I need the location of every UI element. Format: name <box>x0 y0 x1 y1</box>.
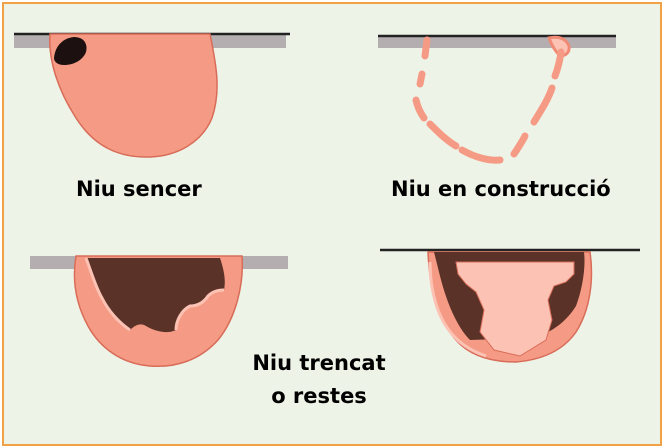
remains-light <box>455 261 575 357</box>
label-whole-nest: Niu sencer <box>76 177 202 201</box>
nest-fragments <box>412 36 565 164</box>
nest-body <box>49 33 218 158</box>
whole-nest-illustration <box>14 32 290 158</box>
nest-under-construction-illustration <box>378 34 616 164</box>
nest-rim <box>174 288 225 331</box>
broken-nest-illustration <box>30 255 288 368</box>
ledge <box>378 36 616 48</box>
nest-rim <box>84 257 131 332</box>
broken-cavity <box>86 258 225 333</box>
nest-rim <box>428 261 487 358</box>
label-nest-under-construction: Niu en construcció <box>391 177 611 201</box>
label-broken-nest: Niu trencat <box>252 351 386 375</box>
nest-entrance <box>54 37 87 65</box>
nest-remains-illustration <box>380 248 640 363</box>
label-nest-remains: o restes <box>271 384 367 408</box>
